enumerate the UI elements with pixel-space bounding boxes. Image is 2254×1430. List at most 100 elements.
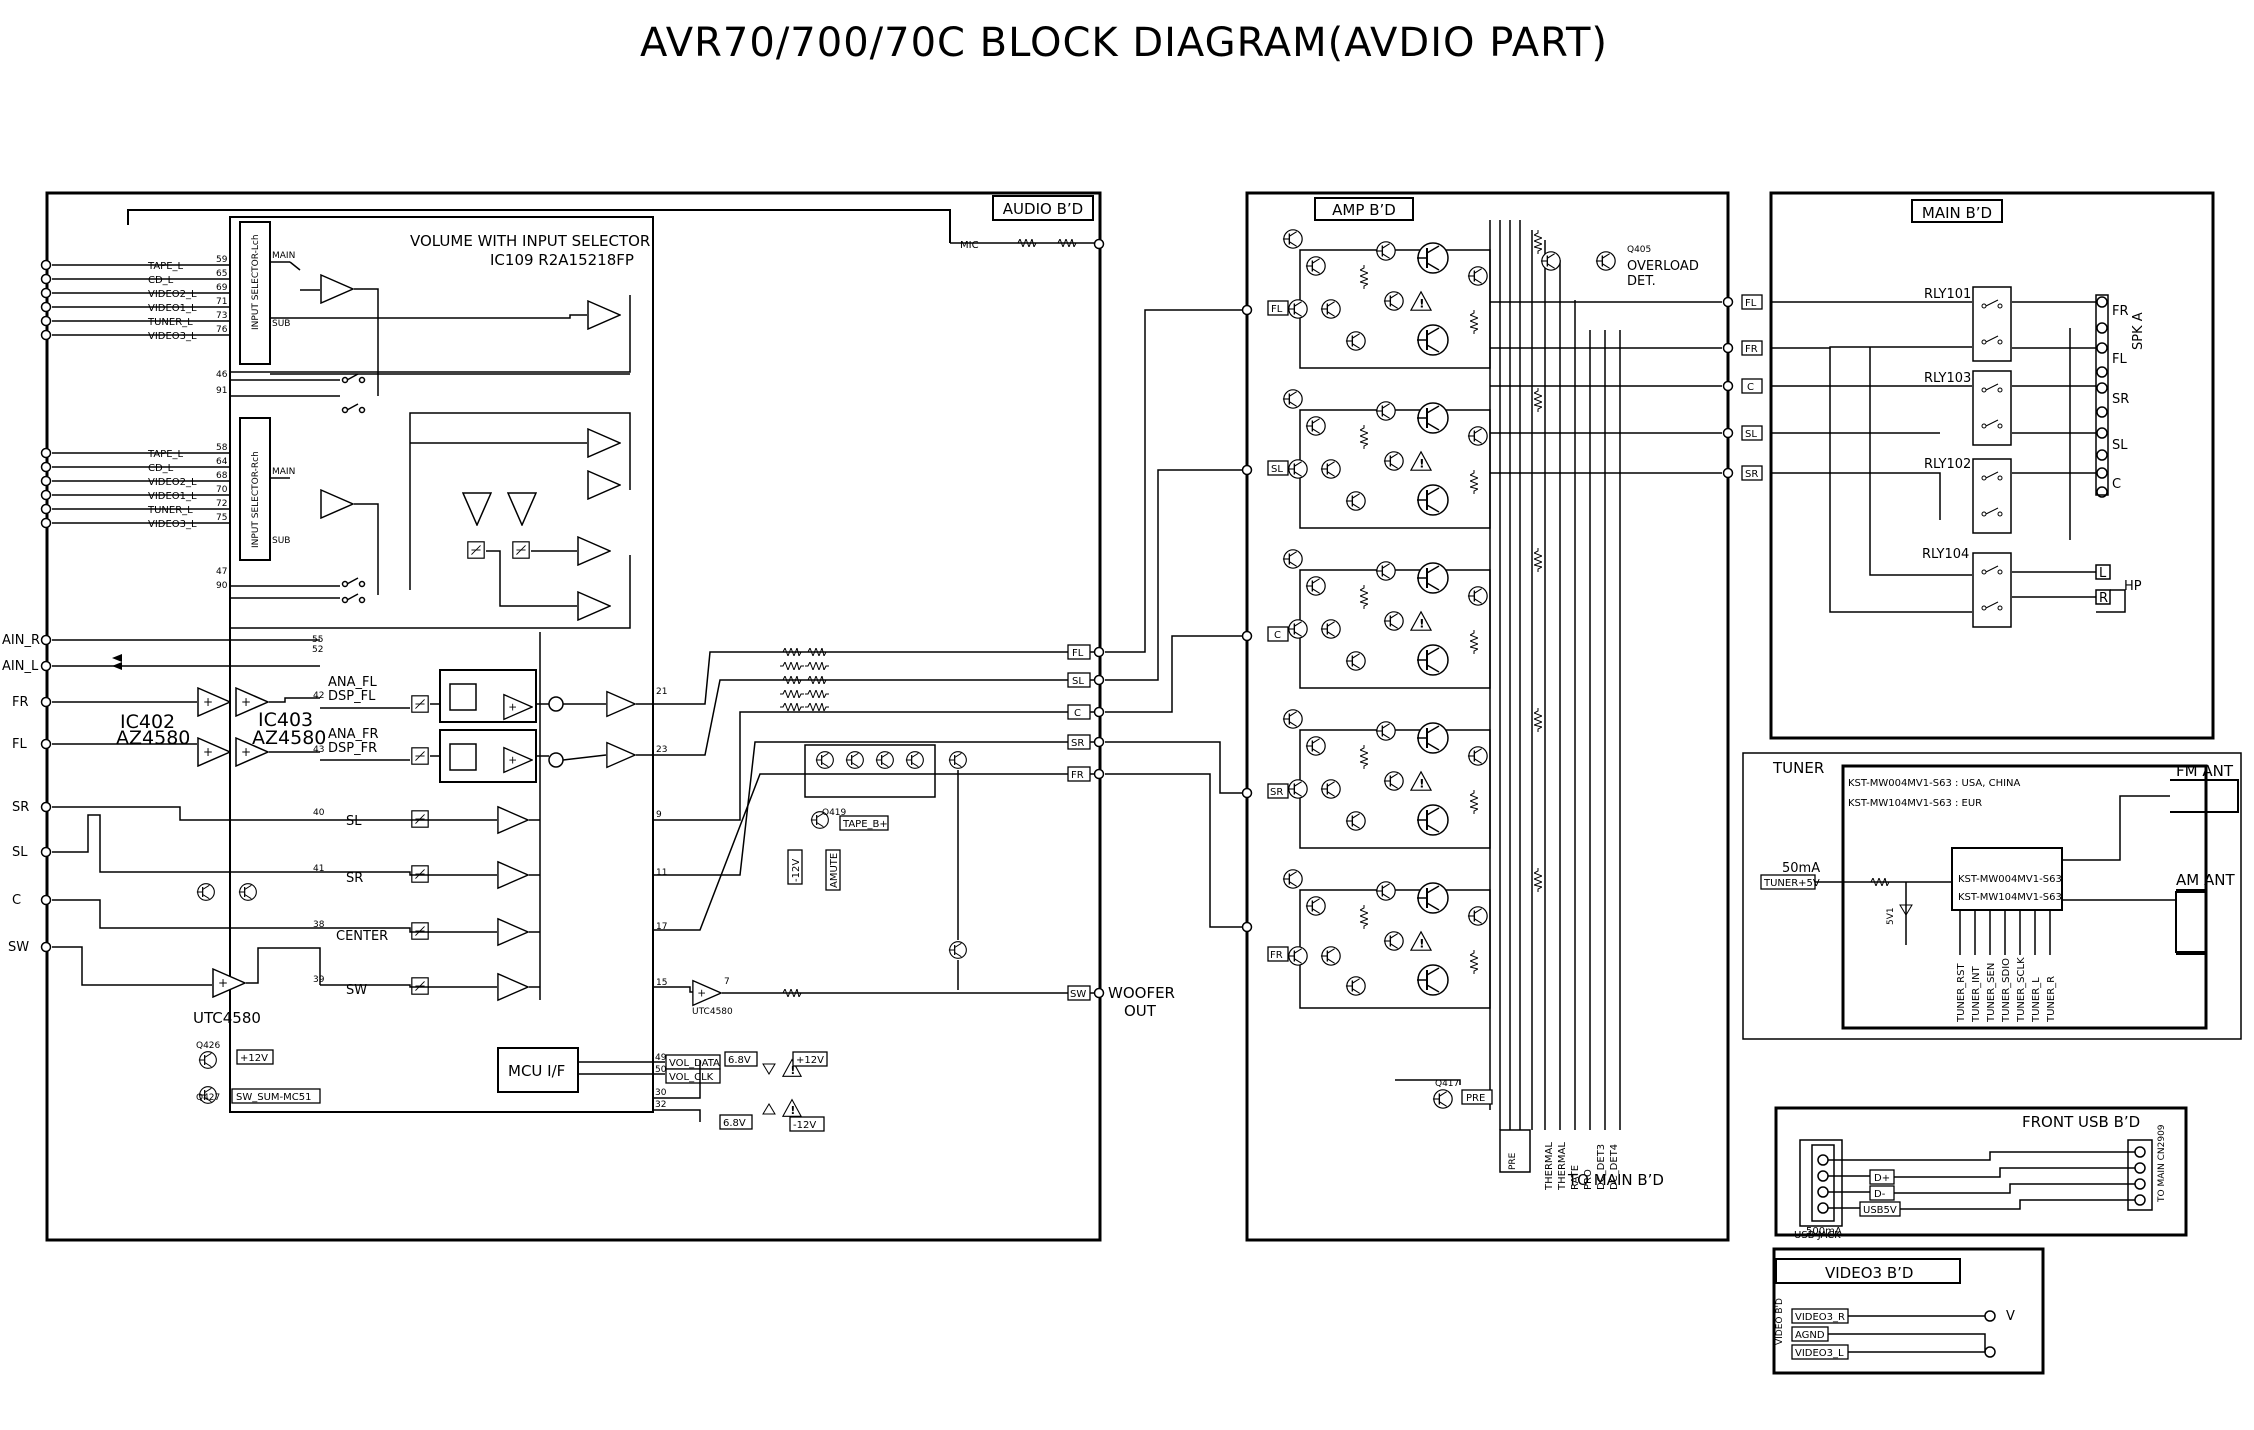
input-l-name-1: CD_L [148,275,174,286]
ch-sr-label: SR [346,871,363,886]
audio-out-c: C [1074,708,1081,719]
video3-board: VIDEO3 B’D VIDEO B'D VIDEO3_R AGND VIDEO… [1772,1247,2045,1375]
spk-sr: SR [2112,392,2129,407]
video3-agnd: AGND [1795,1330,1825,1341]
pin-23: 23 [656,745,667,755]
tuner-chip1: KST-MW004MV1-S63 [1958,874,2062,885]
amp-bottom-labels: THERMAL THERMAL RATE PRO DC_DET3 DC_DET4 [1544,1142,1620,1191]
usb-dplus: D+ [1874,1173,1890,1184]
input-r-name-2: VIDEO2_L [148,477,197,488]
woofer-label: WOOFER [1108,984,1175,1002]
overload-det-label: DET. [1627,274,1656,289]
main-board-label: MAIN B’D [1922,204,1992,222]
ic403-label: IC403 [258,709,313,731]
input-r-pin-1: 64 [216,457,228,467]
relay-rly104: RLY104 [1922,547,1969,562]
pin-46: 46 [216,370,228,380]
tape-b-label: TAPE_B+ [842,819,888,830]
main-board: MAIN B’D RLY101 RLY103 RLY102 RLY104 FR [1769,191,2215,740]
input-r-pin-5: 75 [216,513,227,523]
amp-channel-fr: FR [1241,869,1491,1009]
spk-fr: FR [2112,304,2129,319]
amp-in-sl: SL [1271,464,1283,475]
tuner-pin-l: TUNER_L [2031,977,2042,1023]
input-l-pin-3: 71 [216,297,227,307]
input-r-name-5: VIDEO3_L [148,519,197,530]
input-r-pin-4: 72 [216,499,227,509]
video3-board-label: VIDEO3 B’D [1825,1264,1913,1282]
amute-label: AMUTE [829,853,840,888]
amp-bottom-pro: PRO [1583,1169,1594,1190]
selector-rch-main: MAIN [272,467,295,477]
ana-fr-label: ANA_FR [328,727,379,742]
front-usb-board: FRONT USB B’D D+ D- USB5V USB JACK 500mA… [1774,1106,2188,1241]
video3-r: VIDEO3_R [1795,1312,1845,1323]
q426-label: Q426 [196,1041,221,1051]
amp-outputs: FL FR C SL SR [1722,294,1763,481]
overload-label: OVERLOAD [1627,259,1699,274]
amp-in-sr: SR [1270,787,1283,798]
input-l-name-3: VIDEO1_L [148,303,197,314]
ch-center-label: CENTER [336,929,388,944]
pin-42: 42 [313,691,324,701]
v68-label-bottom: 6.8V [723,1118,746,1129]
to-main-label: TO MAIN B’D [1567,1171,1664,1189]
hp-r: R [2099,591,2108,606]
page-title: AVR70/700/70C BLOCK DIAGRAM(AVDIO PART) [640,20,1608,66]
pin-11: 11 [656,868,667,878]
edge-ain-r: AIN_R [2,633,40,648]
pin-47: 47 [216,567,227,577]
tuner-pin-sen: TUNER_SEN [1986,963,1997,1023]
amp-bottom-thermal1: THERMAL [1544,1142,1555,1191]
amp-board: AMP B’D FL SL [1105,191,1763,1242]
pin-38: 38 [313,920,325,930]
usb-current: 500mA [1806,1226,1842,1237]
amp-channel-sl: SL [1241,389,1491,529]
input-r-name-0: TAPE_L [147,449,184,460]
spk-c: C [2112,477,2121,492]
tuner-line1: KST-MW004MV1-S63 : USA, CHINA [1848,778,2021,789]
input-r-name-4: TUNER_L [147,505,193,516]
amp-board-frame [1245,191,1730,1242]
audio-board-label-box [992,195,1094,221]
vol-data-label: VOL_DATA [669,1058,720,1069]
audio-out-sw: SW [1070,989,1086,1000]
amp-bottom-thermal2: THERMAL [1557,1142,1568,1191]
tuner-chip2: KST-MW104MV1-S63 [1958,892,2062,903]
spk-a-label: SPK A [2131,312,2146,350]
tuner-line2: KST-MW104MV1-S63 : EUR [1848,798,1982,809]
audio-outputs: FL SL C SR FR SW WOOFER OUT [1067,644,1175,1020]
pin-15: 15 [656,978,667,988]
pin-90: 90 [216,581,228,591]
amp-bottom-dcdet4: DC_DET4 [1609,1144,1620,1190]
pin-41: 41 [313,864,324,874]
spk-fl: FL [2112,352,2127,367]
audio-out-sl: SL [1072,676,1084,687]
edge-sw: SW [8,940,29,955]
dsp-fr-label: DSP_FR [328,741,377,756]
tuner-pin-rst: TUNER_RST [1956,963,1967,1023]
hp-l: L [2099,566,2107,581]
input-r-name-3: VIDEO1_L [148,491,197,502]
audio-board-label: AUDIO B’D [1003,200,1083,218]
amp-out-sl: SL [1745,429,1757,440]
audio-out-sr: SR [1071,738,1084,749]
amp-out-c: C [1747,382,1754,393]
amp-channel-fl: FL [1241,229,1491,369]
amp-bottom-dcdet3: DC_DET3 [1596,1144,1607,1190]
amp-out-fl: FL [1745,298,1757,309]
woofer-out-label: OUT [1124,1002,1157,1020]
video3-board-frame [1772,1247,2045,1375]
utc4580-small: UTC4580 [692,1007,733,1017]
input-l-name-5: VIDEO3_L [148,331,197,342]
input-l-name-0: TAPE_L [147,261,184,272]
edge-ain-l: AIN_L [2,659,39,674]
ch-sw-label: SW [346,983,367,998]
audio-out-fr: FR [1071,770,1084,781]
ic402-label: IC402 [120,711,175,733]
minus12-label-mute: -12V [791,859,802,882]
amp-channel-sr: SR [1241,709,1491,849]
video3-l: VIDEO3_L [1795,1348,1844,1359]
input-selector-lch-label: INPUT SELECTOR-Lch [251,234,261,330]
